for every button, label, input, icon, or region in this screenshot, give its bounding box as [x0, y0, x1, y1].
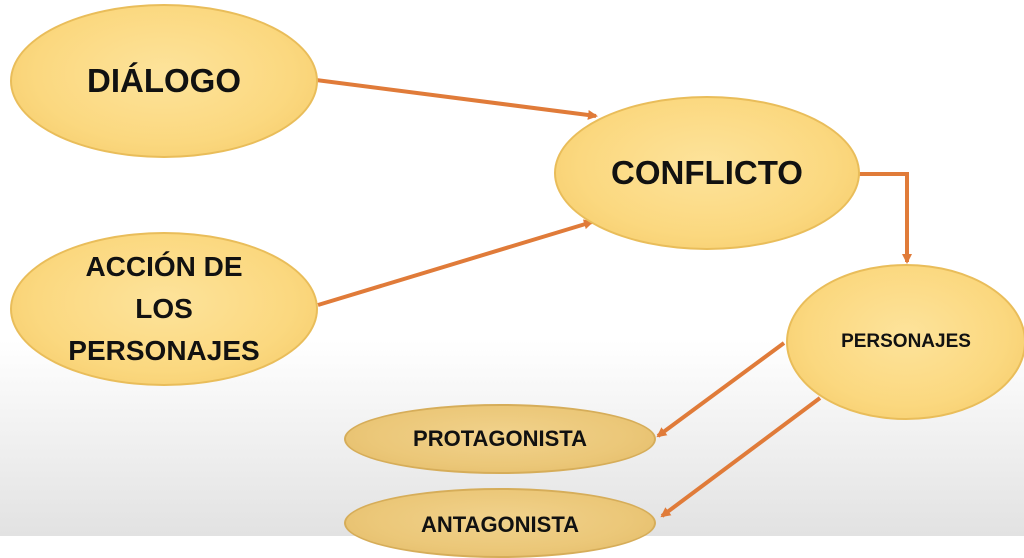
node-personajes-label: PERSONAJES [841, 331, 971, 352]
node-accion-line-3: PERSONAJES [68, 335, 260, 366]
arrow-dialogo-to-conflicto [315, 78, 598, 120]
node-accion-label: ACCIÓN DE LOS PERSONAJES [68, 246, 259, 372]
node-conflicto-label: CONFLICTO [611, 154, 803, 191]
node-accion-line-2: LOS [135, 293, 193, 324]
connector-layer [315, 78, 912, 518]
node-dialogo-label: DIÁLOGO [87, 62, 241, 99]
node-accion-line-1: ACCIÓN DE [85, 251, 243, 282]
node-conflicto: CONFLICTO [554, 96, 860, 250]
arrow-accion-to-conflicto [317, 219, 594, 307]
node-dialogo: DIÁLOGO [10, 4, 318, 158]
arrow-personajes-to-antagonista [660, 396, 822, 518]
node-accion-de-los-personajes: ACCIÓN DE LOS PERSONAJES [10, 232, 318, 386]
node-antagonista-label: ANTAGONISTA [420, 512, 580, 537]
node-personajes: PERSONAJES [786, 264, 1024, 420]
node-antagonista: ANTAGONISTA [344, 488, 656, 558]
node-protagonista: PROTAGONISTA [344, 404, 656, 474]
arrow-personajes-to-protagonista [656, 341, 786, 438]
arrow-conflicto-to-personajes [858, 172, 912, 264]
node-protagonista-label: PROTAGONISTA [413, 426, 587, 451]
